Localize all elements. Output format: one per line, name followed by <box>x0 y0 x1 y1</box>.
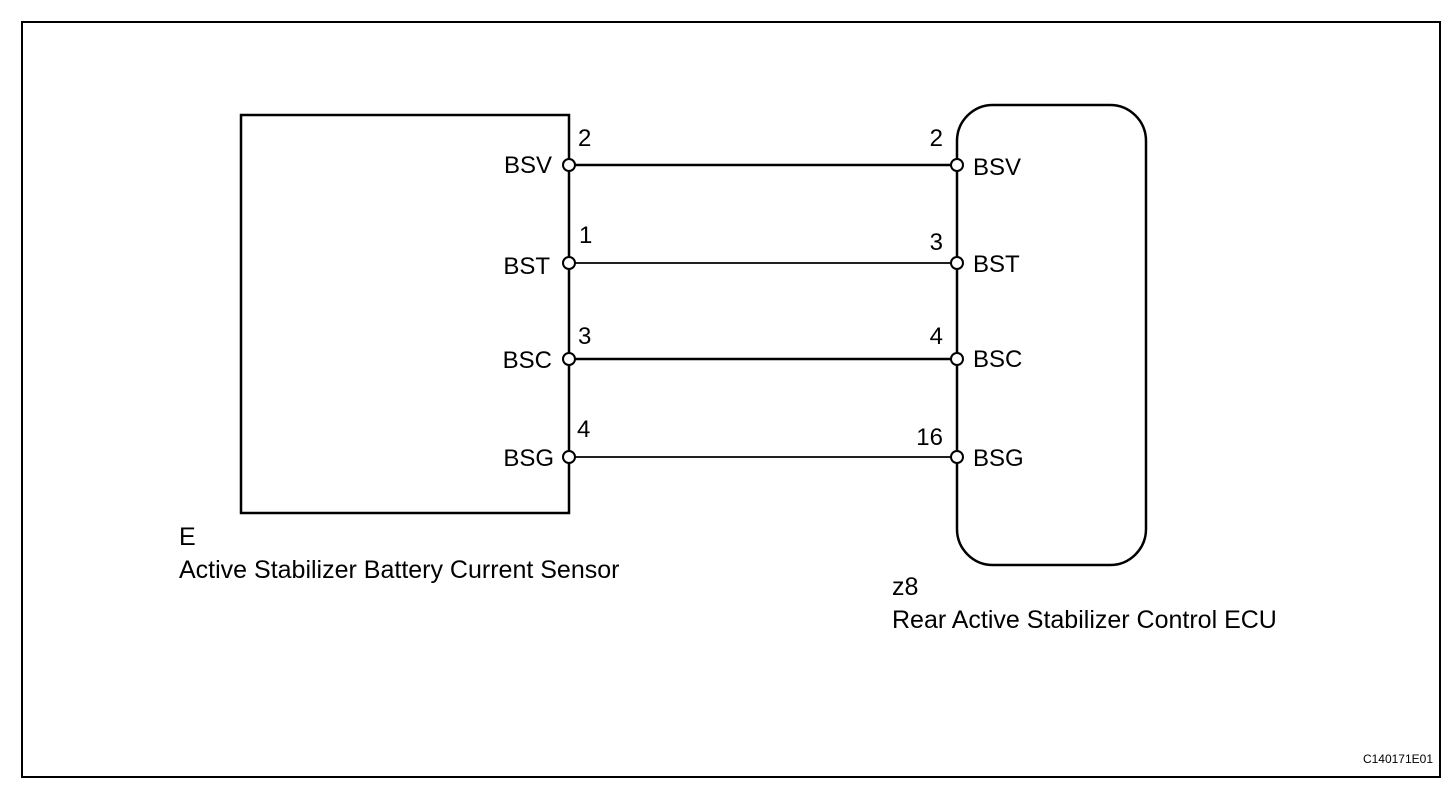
diagram-frame <box>21 21 1441 778</box>
ecu-pin-number: 2 <box>930 125 943 152</box>
ecu-pin-number: 4 <box>930 323 943 350</box>
sensor-terminal-bsc <box>562 352 576 366</box>
sensor-terminal-bsv <box>562 158 576 172</box>
ecu-terminal-bsv <box>950 158 964 172</box>
sensor-pin-number: 4 <box>577 416 590 443</box>
ecu-signal-label: BSC <box>973 346 1022 373</box>
ecu-pin-number: 3 <box>930 229 943 256</box>
sensor-component-name: Active Stabilizer Battery Current Sensor <box>179 556 619 584</box>
sensor-pin-number: 2 <box>578 125 591 152</box>
sensor-signal-label: BSG <box>503 445 554 472</box>
sensor-component-box <box>239 113 571 515</box>
ecu-signal-label: BST <box>973 251 1020 278</box>
ecu-terminal-bsg <box>950 450 964 464</box>
ecu-component-name: Rear Active Stabilizer Control ECU <box>892 606 1277 634</box>
sensor-terminal-bst <box>562 256 576 270</box>
sensor-signal-label: BSV <box>504 152 552 179</box>
ecu-connector-code: z8 <box>892 573 918 601</box>
sensor-signal-label: BSC <box>503 347 552 374</box>
ecu-signal-label: BSG <box>973 445 1024 472</box>
sensor-connector-code: E <box>179 523 196 551</box>
ecu-pin-number: 16 <box>916 424 943 451</box>
ecu-signal-label: BSV <box>973 154 1021 181</box>
sensor-signal-label: BST <box>503 253 550 280</box>
ecu-terminal-bst <box>950 256 964 270</box>
ecu-terminal-bsc <box>950 352 964 366</box>
ecu-component-box <box>955 103 1148 567</box>
sensor-pin-number: 1 <box>579 222 592 249</box>
figure-code: C140171E01 <box>1363 752 1433 766</box>
sensor-pin-number: 3 <box>578 323 591 350</box>
sensor-terminal-bsg <box>562 450 576 464</box>
